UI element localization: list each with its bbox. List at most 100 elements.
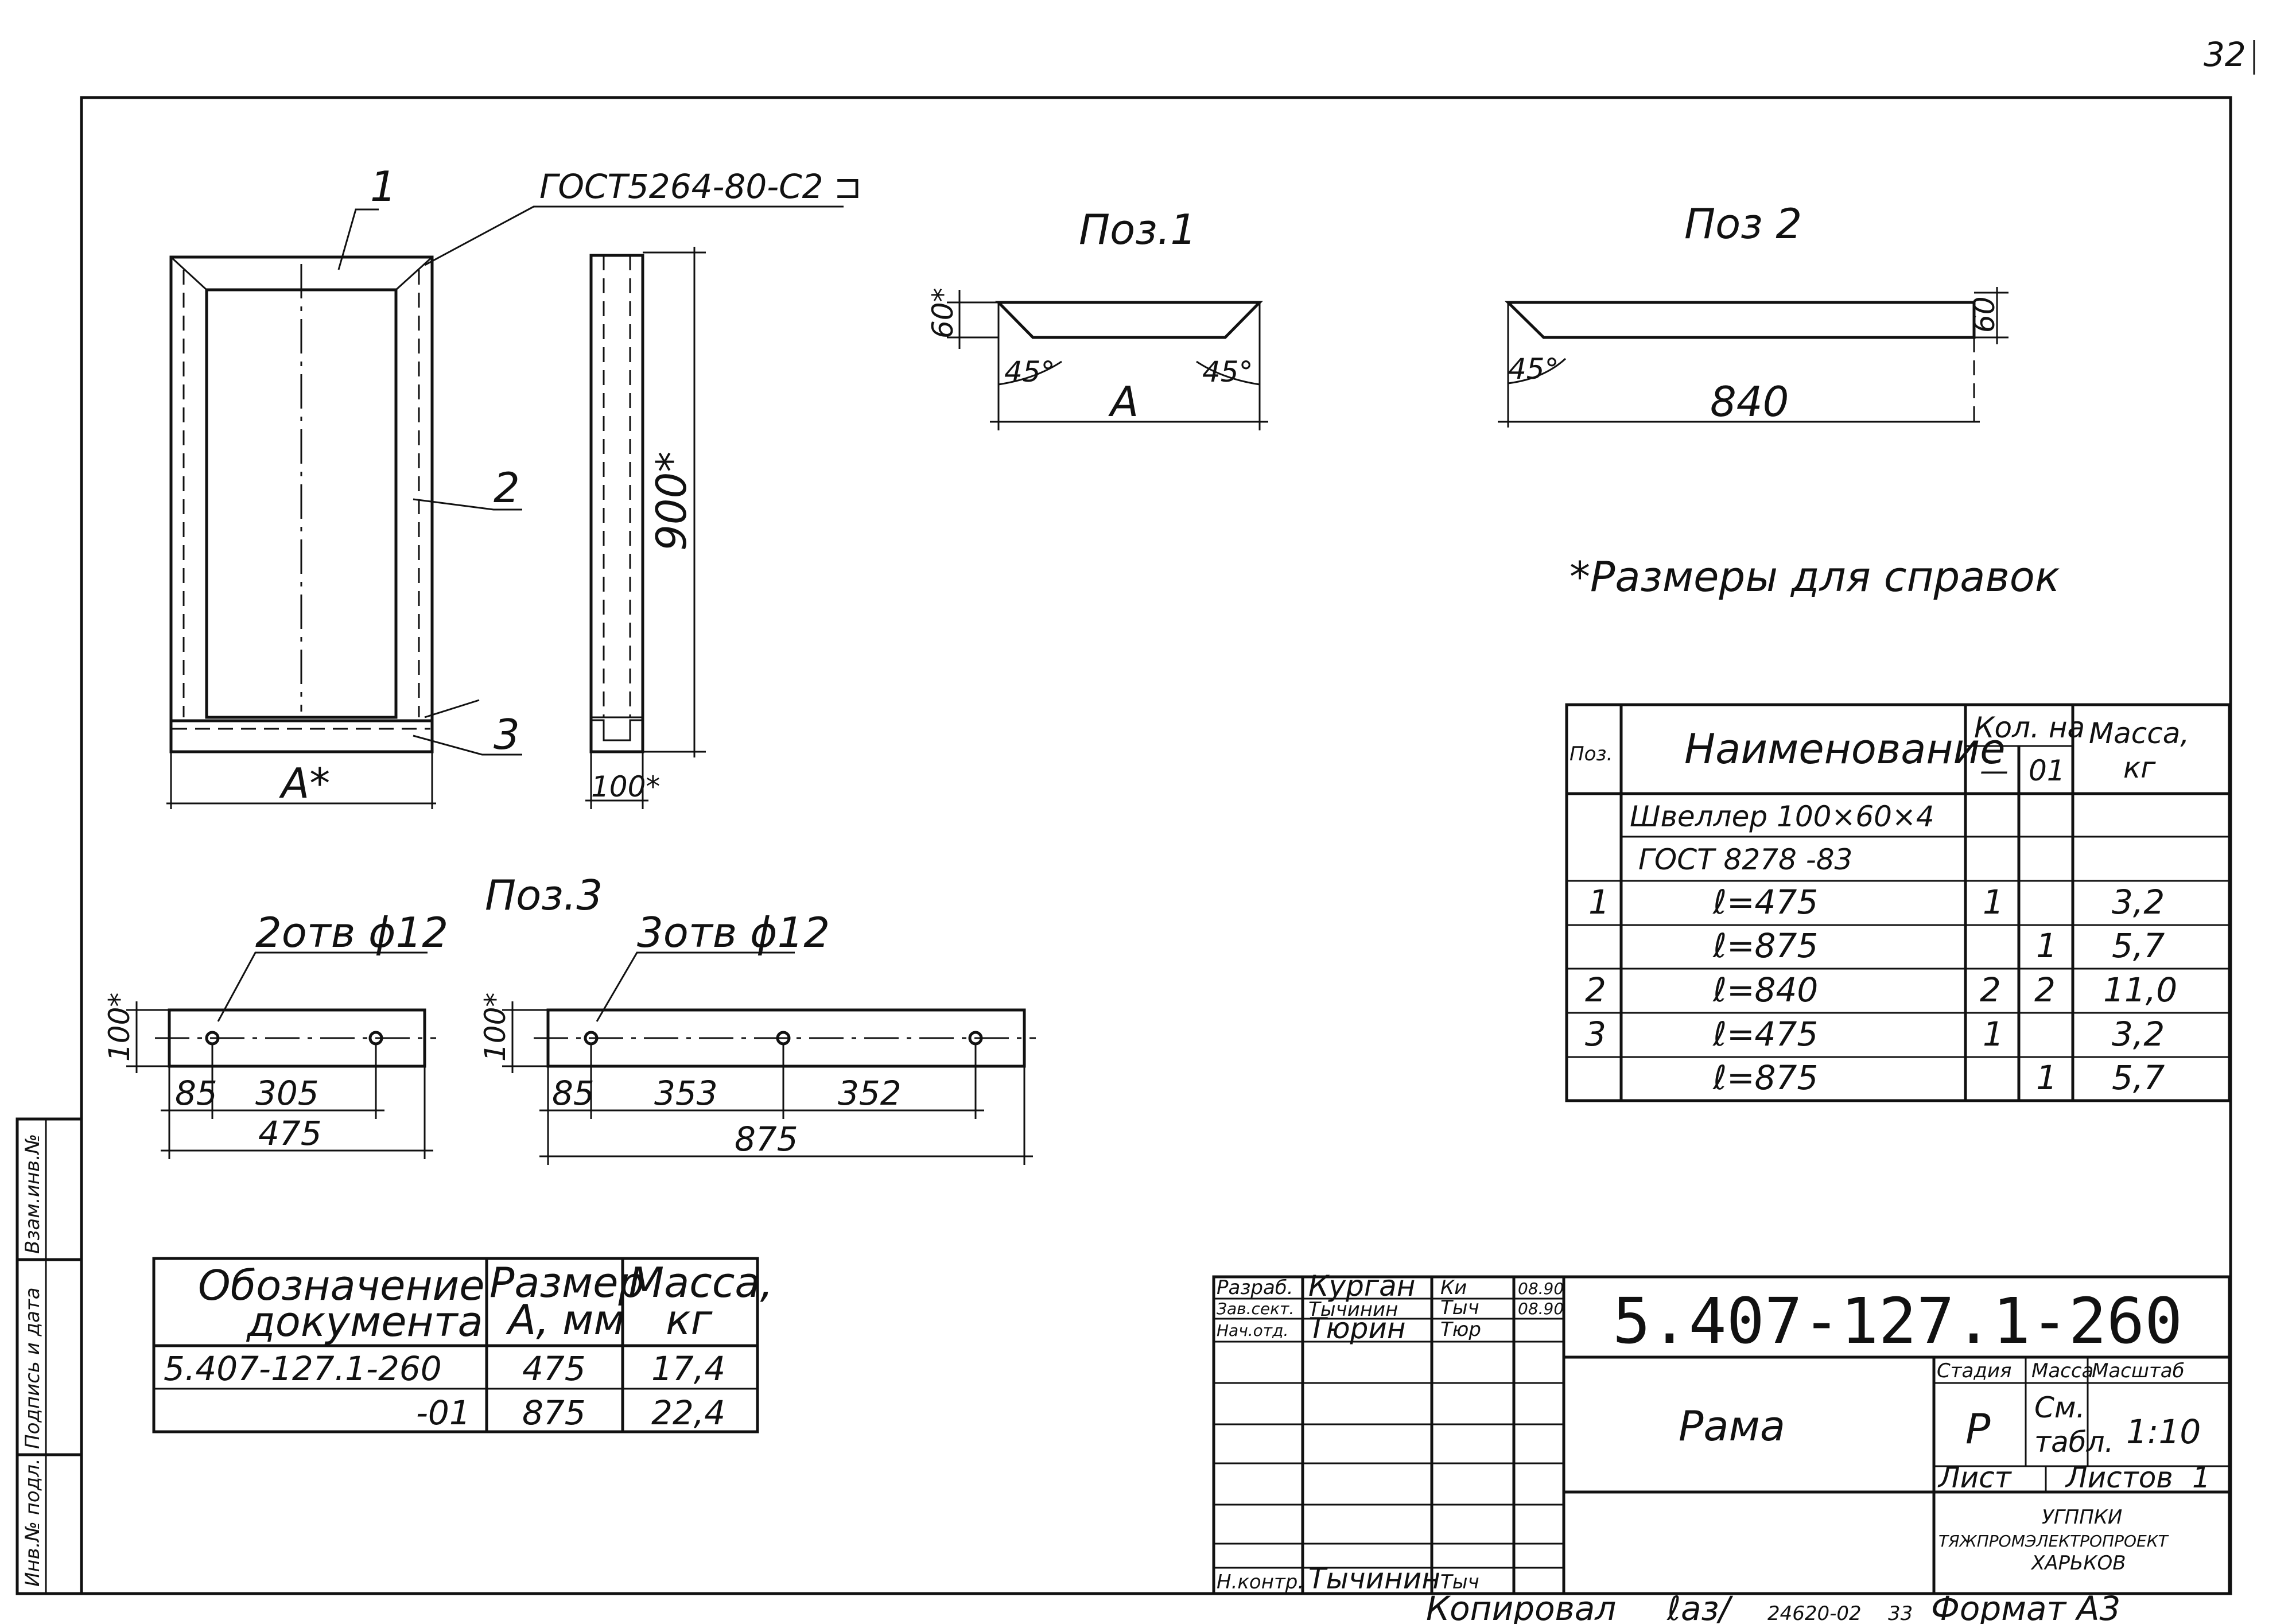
dim-100-label: 100*	[591, 770, 660, 803]
spec-row-mass: 11,0	[2103, 970, 2177, 1009]
spec-header-qty: Кол. на	[1974, 711, 2085, 744]
leader-pos2	[413, 498, 522, 511]
dim-a-label: А*	[279, 759, 330, 807]
tb-title: Рама	[1679, 1402, 1785, 1450]
pos3-title: Поз.3	[485, 871, 603, 919]
doc-header-size-2: А, мм	[506, 1296, 625, 1344]
detail-pos2: Поз 2 60 840 45°	[1498, 200, 2008, 428]
spec-row-pos: 1	[1588, 883, 1610, 922]
spec-row-name: ℓ=840	[1712, 970, 1818, 1009]
spec-row-name: ℓ=475	[1712, 883, 1818, 922]
doc-header-mass-1: Масса,	[628, 1258, 773, 1307]
bottom-channel	[169, 719, 434, 753]
pos1-part	[995, 301, 1263, 339]
leader-pos3	[413, 735, 522, 756]
tb-stage-label: Стадия	[1937, 1359, 2011, 1382]
tb-stage: Р	[1965, 1405, 1991, 1453]
stamp-inv-orig: Инв.№ подл.	[21, 1458, 44, 1587]
copy-sheet: 33	[1888, 1602, 1913, 1624]
pos3b-dim-352: 352	[838, 1074, 902, 1113]
tb-sign: Тыч	[1440, 1296, 1479, 1319]
stamp-sign-date: Подпись и дата	[21, 1287, 44, 1449]
pos3a-dim-85: 85	[175, 1074, 217, 1113]
spec-header-mass: Масса,	[2089, 717, 2189, 750]
copied-by: Копировал	[1426, 1589, 1616, 1624]
spec-row-q2: 1	[2036, 1058, 2057, 1097]
pos3a-dim-100: 100*	[103, 993, 136, 1062]
gost-label: ГОСТ5264-80-С2 ⊐	[539, 167, 862, 206]
tb-name: Тюрин	[1308, 1312, 1406, 1345]
spec-row-q1: 2	[1980, 970, 2001, 1009]
hole-a1	[205, 1031, 220, 1046]
leader-pos1	[337, 208, 379, 270]
pos3a-dim-475: 475	[258, 1114, 322, 1153]
tb-mass-label: Масса	[2031, 1359, 2093, 1382]
miter-left	[170, 256, 208, 291]
spec-row-q1: 1	[1983, 883, 2004, 922]
doc-header-size-1: Размер	[489, 1258, 644, 1307]
tb-role: Нач.отд.	[1217, 1321, 1288, 1340]
tb-role: Разраб.	[1217, 1276, 1293, 1299]
pos2-angle: 45°	[1508, 352, 1559, 386]
tb-sheets-label: Листов	[2065, 1461, 2173, 1494]
leader-gost	[424, 205, 844, 266]
hole-b3	[968, 1031, 983, 1046]
doc-row-doc: 5.407-127.1-260	[164, 1349, 442, 1388]
spec-header-mass-unit: кг	[2123, 751, 2156, 784]
doc-header-mass-2: кг	[666, 1296, 713, 1344]
spec-row-mass: 5,7	[2112, 926, 2165, 965]
miter-right	[395, 256, 433, 291]
tb-code: 5.407-127.1-260	[1613, 1284, 2182, 1358]
pos2-dim-60: 60	[1968, 296, 2001, 333]
pos3b-dim-875: 875	[735, 1120, 798, 1159]
pos2-part	[1504, 301, 1976, 339]
tb-date: 08.90	[1518, 1299, 1564, 1318]
pos1-label: 1	[370, 162, 397, 211]
spec-row-mass: 3,2	[2112, 1015, 2165, 1054]
reference-note: *Размеры для справок	[1569, 553, 2060, 601]
leader-holes-b	[596, 951, 795, 1022]
pos1-title: Поз.1	[1079, 205, 1196, 254]
pos2-dim-840: 840	[1710, 378, 1789, 426]
tb-scale: 1:10	[2126, 1412, 2201, 1451]
dim-900-label: 900*	[647, 452, 696, 551]
stamp-inv-zam: Взам.инв.№	[21, 1134, 44, 1254]
spec-row-pos: 2	[1585, 970, 1606, 1009]
pos3a-dim-305: 305	[255, 1074, 319, 1113]
spec-row-q2: 2	[2034, 970, 2056, 1009]
side-outline	[589, 254, 644, 753]
side-stamp: Взам.инв.№ Подпись и дата Инв.№ подл.	[15, 1117, 83, 1595]
format-label: Формат А3	[1931, 1589, 2120, 1624]
detail-pos1: Поз.1 60* А 45° 45°	[926, 205, 1268, 430]
pos1-angle-right: 45°	[1202, 355, 1253, 388]
pos3b-dim-100: 100*	[479, 993, 512, 1062]
tb-scale-label: Масштаб	[2092, 1359, 2185, 1382]
hole-b2	[776, 1031, 791, 1046]
spec-header-pos: Поз.	[1569, 743, 1613, 766]
doc-header-doc-2: документа	[246, 1297, 483, 1346]
holes-a-label: 2отв ϕ12	[255, 908, 448, 957]
doc-table: Обозначение документа Размер А, мм Масса…	[152, 1257, 773, 1433]
doc-row-mass: 22,4	[651, 1393, 725, 1432]
spec-row-mass: 5,7	[2112, 1058, 2165, 1097]
tb-mass-1: См.	[2034, 1391, 2085, 1424]
pos3-label: 3	[494, 710, 520, 759]
main-view: А* 1 ГОСТ5264-80-С2 ⊐ 2 3	[166, 162, 862, 809]
doc-row-mass: 17,4	[651, 1349, 725, 1388]
pos1-dim-a: А	[1108, 378, 1139, 426]
pos3b-dim-85: 85	[552, 1074, 595, 1113]
spec-row-name: ℓ=475	[1712, 1015, 1818, 1054]
spec-header-name: Наименование	[1684, 725, 2006, 773]
tb-control-name: Тычинин	[1308, 1562, 1440, 1595]
detail-pos3: Поз.3 2отв ϕ12 100* 85 305 475 3отв ϕ12 …	[103, 871, 1036, 1165]
leader-holes-a	[217, 951, 428, 1022]
tb-sign: Тюр	[1440, 1318, 1481, 1341]
doc-row-size: 475	[522, 1349, 586, 1388]
tb-role: Зав.сект.	[1217, 1299, 1294, 1318]
tb-org-2: ТЯЖПРОМЭЛЕКТРОПРОЕКТ	[1938, 1532, 2169, 1551]
tb-sign: Ки	[1440, 1276, 1467, 1299]
holes-b-label: 3отв ϕ12	[637, 908, 830, 957]
spec-row-q1: 1	[1983, 1015, 2004, 1054]
page-number: 32	[2204, 35, 2246, 74]
pos3b-dim-353: 353	[654, 1074, 718, 1113]
